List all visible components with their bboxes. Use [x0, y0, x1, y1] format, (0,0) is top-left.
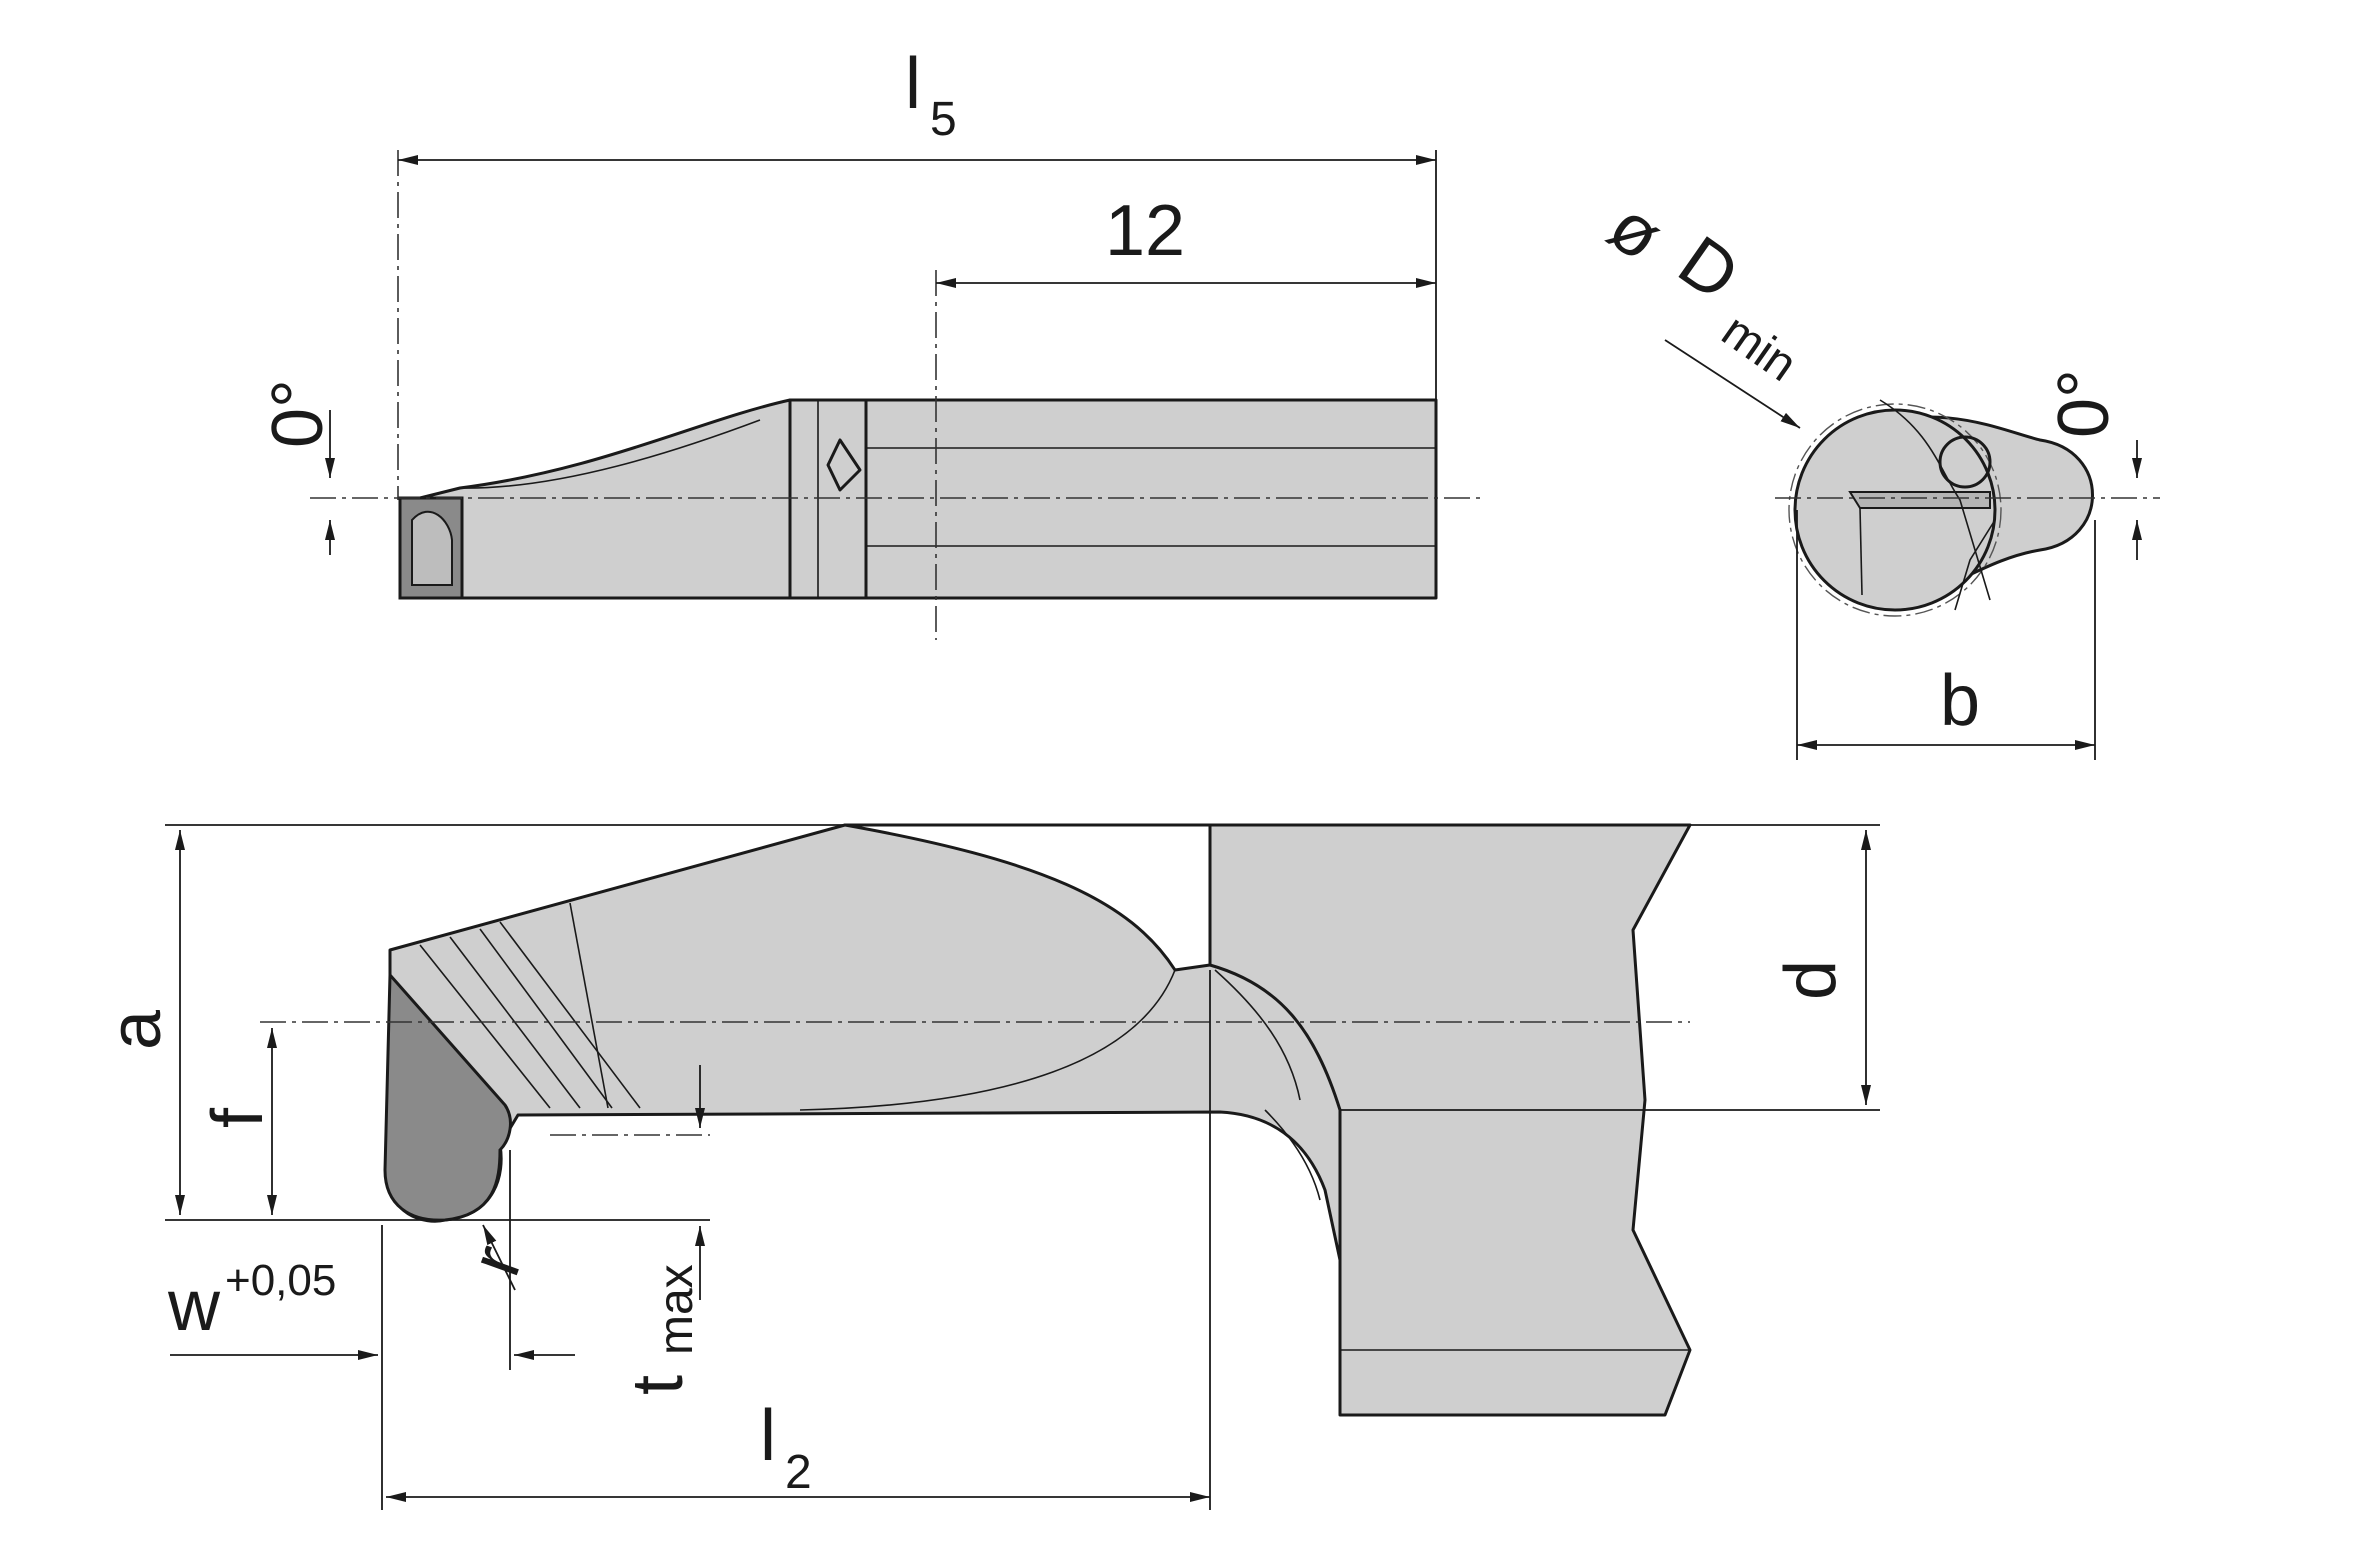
bottom-view-insert — [383, 971, 512, 1222]
max-subscript: max — [650, 1264, 703, 1355]
l5-subscript: 5 — [930, 93, 957, 146]
end-view-circle — [1793, 408, 1997, 612]
w-label: w — [167, 1266, 221, 1346]
l2-subscript: 2 — [785, 1446, 812, 1499]
min-subscript: min — [1712, 304, 1806, 392]
t-label: t — [618, 1375, 698, 1395]
l2-label: l — [760, 1396, 776, 1476]
l5-label: l — [905, 44, 921, 124]
f-label: f — [198, 1107, 278, 1128]
top-view: l 5 12 0° — [258, 44, 1480, 640]
bottom-view: a f d t max r w +0,05 l 2 — [96, 823, 1880, 1510]
top-view-neck — [788, 398, 868, 600]
phi-symbol-label: ø — [1594, 186, 1676, 277]
zero-angle-right-label: 0° — [2044, 369, 2124, 438]
zero-angle-top-label: 0° — [258, 379, 338, 448]
twelve-label: 12 — [1105, 191, 1185, 271]
a-label: a — [96, 1009, 176, 1050]
top-view-shank — [864, 398, 1438, 600]
end-view: ø D min 0° b — [1594, 186, 2160, 760]
bottom-view-head — [388, 823, 1342, 1262]
d-dimension-label: d — [1771, 960, 1851, 1000]
w-tolerance: +0,05 — [225, 1256, 336, 1305]
r-label: r — [455, 1236, 538, 1286]
d-min-circle — [1788, 403, 2002, 617]
b-label: b — [1940, 661, 1980, 741]
d-label: D — [1664, 221, 1752, 316]
